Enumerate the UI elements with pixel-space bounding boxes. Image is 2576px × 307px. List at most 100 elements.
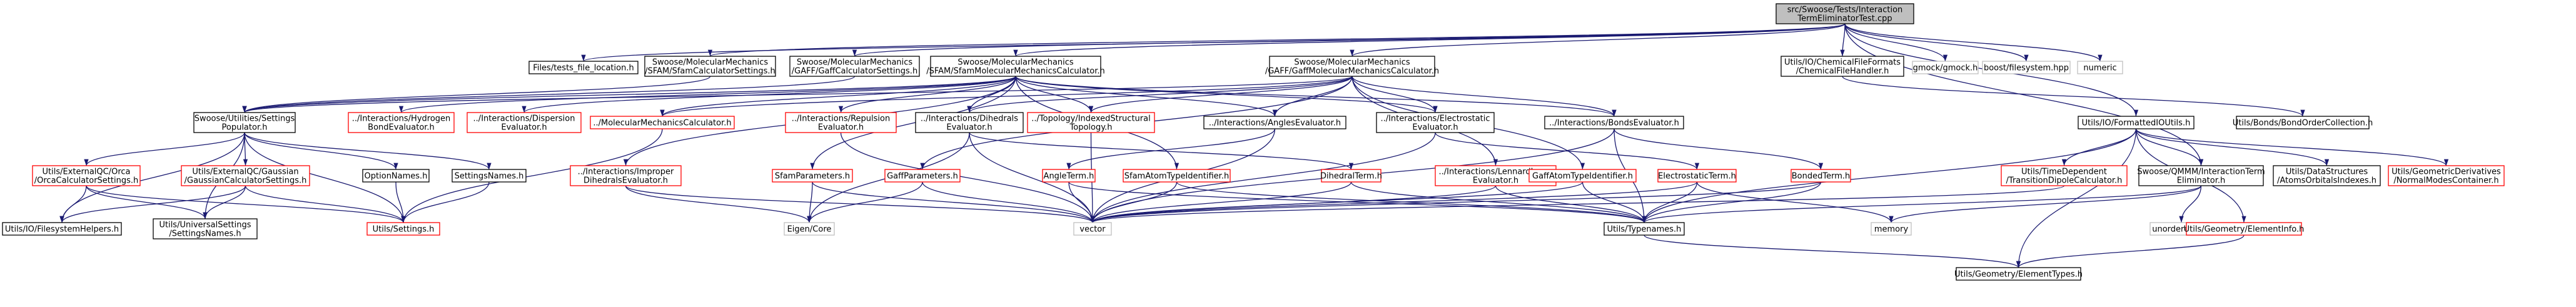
node-angle-term[interactable]: AngleTerm.h (1042, 169, 1096, 183)
node-sfam-calc-settings[interactable]: Swoose/MolecularMechanics/SFAM/SfamCalcu… (644, 56, 776, 77)
node-label-line: AngleTerm.h (1044, 172, 1094, 181)
node-gaff-mm-calc[interactable]: Swoose/MolecularMechanics/GAFF/GaffMolec… (1265, 56, 1439, 77)
node-bonds-eval[interactable]: ../Interactions/BondsEvaluator.h (1544, 116, 1684, 129)
node-box (1604, 222, 1685, 236)
node-box (1042, 169, 1096, 183)
node-angles-eval[interactable]: ../Interactions/AnglesEvaluator.h (1203, 116, 1346, 129)
node-label-line: vector (1079, 225, 1106, 234)
edge-typenames-to-element_types (1644, 234, 2021, 268)
node-label-line: Evaluator.h (1473, 176, 1518, 186)
edge-sfam_mm_calc-to-settings_populator (242, 76, 1016, 113)
edge-gaff_mm_calc-to-topology (1089, 76, 1353, 113)
edge-root-to-sfam_mm_calc (1013, 23, 1846, 57)
node-electrostatic-term[interactable]: ElectrostaticTerm.h (1657, 169, 1737, 183)
node-box (1982, 61, 2071, 74)
edge-bonded_term-to-vector (1090, 181, 1822, 223)
node-universal-settings-names[interactable]: Utils/UniversalSettings/SettingsNames.h (153, 218, 258, 239)
node-label-line: Utils/ExternalQC/Gaussian (192, 168, 298, 177)
node-label-line: /SFAM/SfamCalculatorSettings.h (645, 67, 775, 76)
node-settings-names[interactable]: SettingsNames.h (452, 169, 527, 183)
node-box (1528, 169, 1637, 183)
node-orca-settings[interactable]: Utils/ExternalQC/Orca/OrcaCalculatorSett… (32, 165, 141, 186)
edge-settings_names-to-utils_settings (401, 181, 490, 223)
edge-settings_populator-to-settings_names (244, 132, 492, 170)
node-dihedral-term[interactable]: DihedralTerm.h (1320, 169, 1382, 183)
node-gaff-atom-type[interactable]: GaffAtomTypeIdentifier.h (1528, 169, 1637, 183)
node-label-line: GaffAtomTypeIdentifier.h (1532, 172, 1633, 181)
node-box (362, 169, 430, 183)
node-label-line: /OrcaCalculatorSettings.h (34, 176, 139, 186)
node-sfam-parameters[interactable]: SfamParameters.h (772, 169, 853, 183)
node-box (1544, 116, 1684, 129)
node-label-line: BondedTerm.h (1792, 172, 1851, 181)
node-gaff-calc-settings[interactable]: Swoose/MolecularMechanics/GAFF/GaffCalcu… (789, 56, 920, 77)
node-label-line: Evaluator.h (946, 123, 992, 133)
node-filesystem-helpers[interactable]: Utils/IO/FilesystemHelpers.h (2, 222, 122, 236)
edge-sfam_mm_calc-to-dispersion (522, 76, 1016, 113)
node-dihedrals-eval[interactable]: ../Interactions/DihedralsEvaluator.h (915, 112, 1024, 133)
node-bond-order[interactable]: Utils/Bonds/BondOrderCollection.h (2233, 116, 2373, 129)
node-box (1780, 56, 1904, 77)
node-option-names[interactable]: OptionNames.h (362, 169, 430, 183)
node-utils-settings[interactable]: Utils/Settings.h (366, 222, 440, 236)
node-box (1956, 267, 2081, 281)
node-gaussian-settings[interactable]: Utils/ExternalQC/Gaussian/GaussianCalcul… (181, 165, 310, 186)
edge-gaff_calc_settings-to-settings_populator (242, 76, 856, 113)
node-element-types[interactable]: Utils/Geometry/ElementTypes.h (1954, 267, 2083, 281)
edge-improper_dihedrals-to-vector (625, 185, 1095, 223)
node-sfam-mm-calc[interactable]: Swoose/MolecularMechanics/SFAM/SfamMolec… (926, 56, 1105, 77)
edge-bonded_term-to-typenames (1642, 181, 1822, 223)
node-box (467, 112, 582, 133)
edge-gaff_parameters-to-eigen_core (807, 181, 923, 223)
node-time-dependent[interactable]: Utils/TimeDependent/TransitionDipoleCalc… (2001, 165, 2128, 186)
node-files-tests[interactable]: Files/tests_file_location.h (528, 61, 639, 74)
node-label-line: Swoose/MolecularMechanics (797, 58, 913, 68)
edge-root-to-numeric (1844, 23, 2103, 62)
node-label-line: /ChemicalFileHandler.h (1796, 67, 1889, 76)
node-root[interactable]: src/Swoose/Tests/InteractionTermEliminat… (1775, 3, 1914, 24)
node-box (884, 169, 961, 183)
node-orbitals-indexes[interactable]: Utils/DataStructures/AtomsOrbitalsIndexe… (2273, 165, 2381, 186)
node-box (348, 112, 455, 133)
node-box (153, 218, 258, 239)
node-label-line: ../Interactions/Repulsion (792, 114, 890, 124)
node-element-info[interactable]: Utils/Geometry/ElementInfo.h (2184, 222, 2305, 236)
edge-root-to-qmmm_eliminator (1844, 23, 2204, 166)
node-bonded-term[interactable]: BondedTerm.h (1791, 169, 1851, 183)
node-typenames[interactable]: Utils/Typenames.h (1604, 222, 1685, 236)
node-label-line: Swoose/MolecularMechanics (652, 58, 769, 68)
edge-gaussian_settings-to-filesystem_helpers (59, 185, 246, 223)
node-box (590, 116, 735, 129)
node-chem-file-handler[interactable]: Utils/IO/ChemicalFileFormats/ChemicalFil… (1780, 56, 1904, 77)
node-normal-modes[interactable]: Utils/GeometricDerivatives/NormalModesCo… (2388, 165, 2505, 186)
node-label-line: Utils/Geometry/ElementTypes.h (1954, 270, 2083, 279)
node-sfam-atom-type[interactable]: SfamAtomTypeIdentifier.h (1123, 169, 1231, 183)
node-box (644, 56, 776, 77)
node-label-line: Files/tests_file_location.h (533, 64, 634, 73)
edge-formatted_io-to-time_dependent (2061, 128, 2137, 166)
node-box (1376, 112, 1495, 133)
edge-angles_eval-to-angle_term (1066, 128, 1276, 170)
node-formatted-io[interactable]: Utils/IO/FormattedIOUtils.h (2078, 116, 2195, 129)
node-gaff-parameters[interactable]: GaffParameters.h (884, 169, 961, 183)
node-label-line: Evaluator.h (501, 123, 547, 133)
edge-bonds_eval-to-bonded_term (1614, 128, 1824, 170)
node-mm-calc[interactable]: ../MolecularMechanicsCalculator.h (590, 116, 735, 129)
edge-gaff_mm_calc-to-mm_calc (660, 76, 1353, 117)
node-improper-dihedrals[interactable]: ../Interactions/ImproperDihedralsEvaluat… (570, 165, 682, 186)
node-box (2001, 165, 2128, 186)
node-label-line: ElectrostaticTerm.h (1658, 172, 1736, 181)
node-box (1775, 3, 1914, 24)
node-box (1123, 169, 1231, 183)
edge-dihedrals_eval-to-vector (969, 132, 1095, 223)
edge-settings_populator-to-orca_settings (84, 132, 245, 166)
node-box (915, 112, 1024, 133)
